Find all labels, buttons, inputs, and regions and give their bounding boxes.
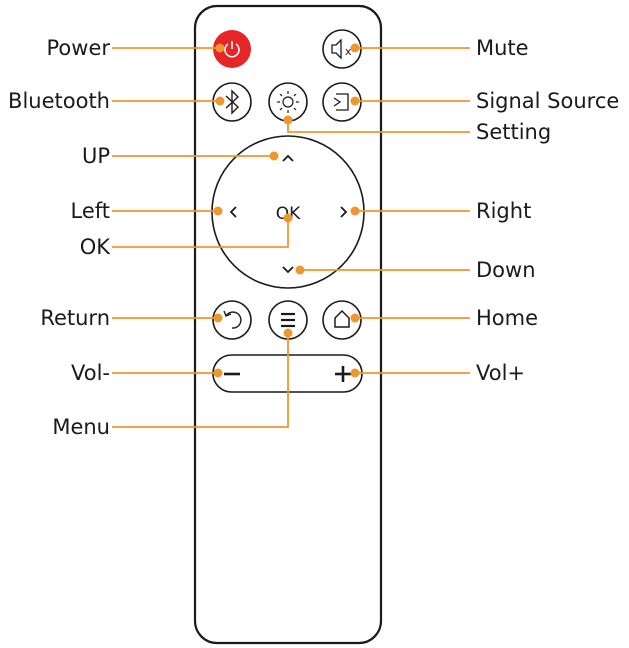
- bluetooth-icon: [225, 89, 240, 115]
- label-right: Right: [476, 199, 532, 223]
- label-home: Home: [476, 306, 539, 330]
- leader-ok: [112, 218, 289, 248]
- label-down: Down: [476, 258, 536, 282]
- setting-button[interactable]: [268, 82, 308, 122]
- power-icon: [224, 43, 240, 58]
- left-arrow-icon[interactable]: [229, 206, 237, 218]
- label-setting: Setting: [476, 120, 552, 144]
- signal-source-button[interactable]: [322, 82, 362, 122]
- vol-plus-button[interactable]: [335, 366, 351, 382]
- label-left: Left: [70, 199, 110, 223]
- label-up: UP: [81, 144, 110, 168]
- label-signal-source: Signal Source: [476, 89, 620, 113]
- label-power: Power: [46, 36, 111, 60]
- right-arrow-icon[interactable]: [340, 206, 348, 218]
- label-vol-plus: Vol+: [476, 361, 526, 385]
- label-vol-minus: Vol-: [71, 361, 110, 385]
- mute-glyph: x: [345, 45, 352, 58]
- label-return: Return: [40, 306, 110, 330]
- menu-icon: [281, 312, 295, 328]
- up-arrow-icon[interactable]: [282, 154, 294, 162]
- leader-dots: [213, 43, 360, 378]
- bluetooth-button[interactable]: [212, 82, 252, 122]
- dpad-ring: [211, 135, 365, 289]
- leader-menu: [112, 333, 289, 428]
- menu-button[interactable]: [268, 300, 308, 340]
- input-source-icon: [333, 93, 349, 111]
- label-mute: Mute: [476, 36, 529, 60]
- home-icon: [334, 309, 350, 328]
- label-bluetooth: Bluetooth: [8, 89, 110, 113]
- mute-icon: x: [331, 38, 352, 60]
- down-arrow-icon[interactable]: [282, 266, 294, 274]
- return-button[interactable]: [212, 300, 252, 340]
- label-menu: Menu: [52, 415, 110, 439]
- mute-button[interactable]: x: [322, 29, 362, 69]
- brightness-icon: [277, 91, 299, 113]
- home-button[interactable]: [322, 300, 362, 340]
- power-button[interactable]: [213, 30, 251, 68]
- label-ok: OK: [79, 235, 110, 259]
- return-icon: [223, 310, 242, 329]
